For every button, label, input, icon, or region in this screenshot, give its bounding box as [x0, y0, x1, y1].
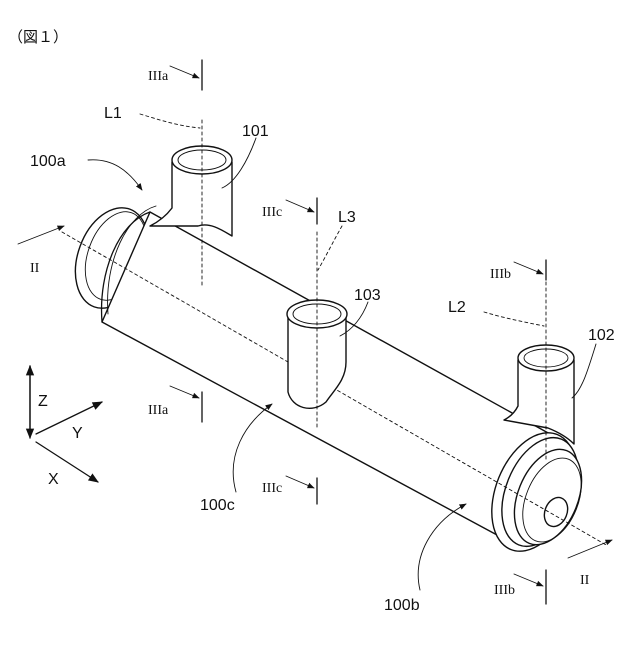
arrow-c-bottom: [286, 476, 314, 488]
leader-l2: [484, 312, 544, 326]
label-section-ii-right: II: [580, 573, 590, 588]
label-section-ii-left: II: [30, 261, 40, 276]
arrow-a-bottom: [170, 386, 199, 398]
arrow-ii-right: [568, 540, 612, 558]
label-100b: 100b: [384, 597, 420, 614]
label-101: 101: [242, 123, 269, 140]
label-100a: 100a: [30, 153, 66, 170]
label-section-a-top: IIIa: [148, 69, 169, 84]
label-l3: L3: [338, 209, 356, 226]
label-l2: L2: [448, 299, 466, 316]
arrow-a-top: [170, 66, 199, 78]
leader-100b: [418, 504, 466, 590]
label-section-b-bottom: IIIb: [494, 583, 515, 598]
arrow-b-top: [514, 262, 543, 274]
figure-caption: （図１）: [8, 29, 68, 46]
label-section-c-top: IIIc: [262, 205, 282, 220]
leader-l3: [318, 226, 342, 270]
pipe-101: [150, 146, 232, 236]
leader-l1: [140, 114, 200, 128]
arrow-ii-left: [18, 226, 64, 244]
label-section-c-bottom: IIIc: [262, 481, 282, 496]
label-103: 103: [354, 287, 381, 304]
label-section-b-top: IIIb: [490, 267, 511, 282]
axis-label-z: Z: [38, 393, 48, 410]
arrow-c-top: [286, 200, 314, 212]
arrow-b-bottom: [514, 574, 543, 586]
label-100c: 100c: [200, 497, 235, 514]
label-section-a-bottom: IIIa: [148, 403, 169, 418]
label-l1: L1: [104, 105, 122, 122]
axis-x-arrow: [36, 442, 98, 482]
leader-100c: [233, 404, 272, 492]
axis-label-y: Y: [72, 425, 83, 442]
leader-102: [572, 344, 596, 398]
coordinate-axes: Z Y X: [30, 366, 102, 488]
label-102: 102: [588, 327, 615, 344]
axis-label-x: X: [48, 471, 59, 488]
leader-100a: [88, 160, 142, 190]
